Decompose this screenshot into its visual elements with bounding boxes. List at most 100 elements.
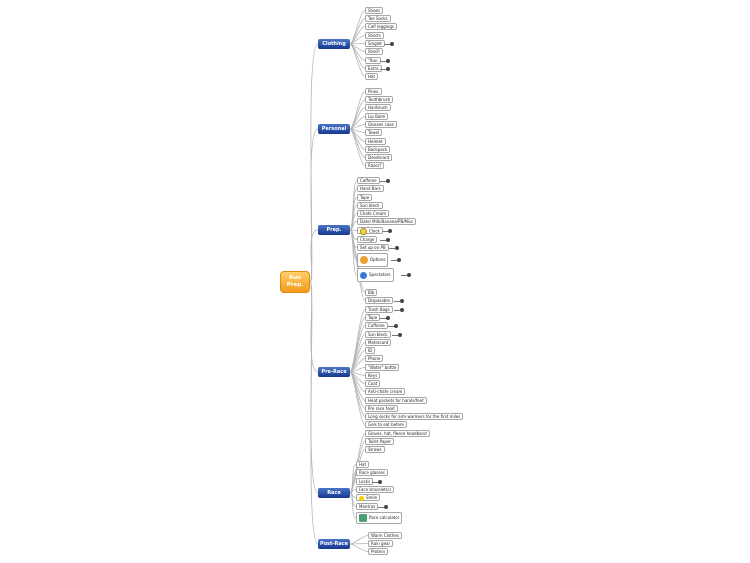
leaf-face-bracelet[interactable]: Face bracelet(s) [356, 486, 394, 493]
topic-post-race[interactable]: Post-Race [318, 539, 350, 549]
leaf-pace-calculator[interactable]: Pace calculator [356, 512, 403, 524]
leaf-anti-chafe-cream[interactable]: Anti-chafe cream [365, 388, 406, 395]
leaf-race-glasses[interactable]: Race glasses [356, 469, 388, 476]
leaf-charge[interactable]: Charge [357, 236, 378, 243]
leaf-backpack[interactable]: Backpack [365, 146, 391, 153]
expand-icon[interactable] [380, 238, 390, 242]
leaf-rain-gear[interactable]: Rain gear [368, 540, 394, 547]
leaf-pre-race-food[interactable]: Pre race food [365, 405, 398, 412]
expand-icon[interactable] [384, 42, 394, 46]
leaf-label: Clock [369, 228, 380, 234]
leaf-connector [349, 543, 369, 552]
topic-clothing[interactable]: Clothing [318, 39, 350, 49]
central-topic[interactable]: Run Prep. [280, 271, 310, 293]
expand-icon[interactable] [380, 67, 390, 71]
expand-icon[interactable] [401, 273, 411, 277]
smile-icon [359, 495, 364, 501]
leaf-helmet[interactable]: Helmet [365, 138, 386, 145]
leaf-id[interactable]: ID [365, 347, 376, 354]
leaf-hat[interactable]: Hat [356, 461, 370, 468]
leaf-date-milk[interactable]: Date/ Milk/Banana/PB/Misc [357, 218, 417, 225]
leaf-shorts[interactable]: Shorts [365, 32, 384, 39]
leaf-clock[interactable]: Clock [357, 227, 383, 235]
leaf-options[interactable]: Options [357, 253, 389, 267]
expand-icon[interactable] [391, 258, 401, 262]
leaf-disposable[interactable]: Disposable [365, 297, 393, 304]
expand-icon[interactable] [388, 324, 398, 328]
expand-icon[interactable] [394, 299, 404, 303]
leaf-warm-clothes[interactable]: Warm Clothes [368, 532, 402, 539]
spreadsheet-icon [359, 514, 367, 522]
leaf-keys[interactable]: Keys [365, 372, 381, 379]
expand-icon[interactable] [380, 316, 390, 320]
leaf-connector [349, 492, 357, 519]
leaf-glasses-case[interactable]: Glasses case [365, 121, 397, 128]
expand-icon[interactable] [372, 480, 382, 484]
expand-icon[interactable] [394, 308, 404, 312]
leaf-gloves-hat[interactable]: Gloves, hat, fleece headband [365, 430, 430, 437]
leaf-deodorant[interactable]: Deodorant [365, 154, 393, 161]
leaf-trash-bags[interactable]: Trash Bags [365, 306, 393, 313]
topic-race[interactable]: Race [318, 488, 350, 498]
topic-personal[interactable]: Personal [318, 124, 350, 134]
leaf-mantras[interactable]: Mantras [356, 503, 379, 510]
leaf-towel[interactable]: Towel [365, 129, 383, 136]
leaf-pines[interactable]: Pines [365, 88, 382, 95]
topic-prep[interactable]: Prep. [318, 225, 350, 235]
leaf-long-socks[interactable]: Long socks for arm warmers for the first… [365, 413, 464, 420]
leaf-heat-packets[interactable]: Heat packets for hands/feet [365, 397, 427, 404]
leaf-gels[interactable]: Gels to eat before [365, 421, 407, 428]
leaf-tape[interactable]: Tape [365, 314, 381, 321]
leaf-label: Pace calculator [369, 515, 400, 520]
leaf-connector [349, 309, 366, 373]
leaf-caffeine[interactable]: Caffeine [365, 322, 388, 329]
leaf-run[interactable]: "Run [365, 57, 381, 64]
leaf-metrocard[interactable]: Metrocard [365, 339, 392, 346]
leaf-lip-balm[interactable]: Lip Balm [365, 113, 389, 120]
expand-icon[interactable] [392, 333, 402, 337]
expand-icon[interactable] [380, 59, 390, 63]
leaf-singlet[interactable]: Singlet [365, 40, 385, 47]
expand-icon[interactable] [378, 505, 388, 509]
leaf-hat[interactable]: Hat [365, 73, 379, 80]
clock-icon [360, 228, 367, 235]
leaf-shell[interactable]: Shell? [365, 48, 383, 55]
leaf-connector [349, 543, 369, 545]
leaf-water-bottle[interactable]: "Water" bottle [365, 364, 400, 371]
leaf-label: Spectators [369, 272, 391, 277]
leaf-sun-block[interactable]: Sun block [365, 331, 391, 338]
leaf-chafe-cream[interactable]: Chafe Cream [357, 210, 390, 217]
leaf-toilet-paper[interactable]: Toilet Paper [365, 438, 395, 445]
leaf-smile[interactable]: Smile [356, 494, 381, 501]
leaf-connector [349, 43, 366, 45]
leaf-shoes[interactable]: Shoes [365, 7, 384, 14]
leaf-hairbrush[interactable]: Hairbrush [365, 104, 391, 111]
leaf-coat[interactable]: Coat [365, 380, 381, 387]
leaf-locks[interactable]: Locks [356, 478, 374, 485]
leaf-hand-bars[interactable]: Hand Bars [357, 185, 384, 192]
leaf-protein[interactable]: Protein [368, 548, 389, 555]
leaf-tape[interactable]: Tape [357, 194, 373, 201]
leaf-sun-block[interactable]: Sun block [357, 202, 383, 209]
leaf-label: Options [370, 257, 386, 262]
leaf-connector [349, 128, 366, 158]
leaf-set-up-on-pb[interactable]: Set up on PB [357, 244, 389, 251]
options-icon [360, 256, 368, 264]
leaf-connector [349, 371, 366, 425]
leaf-razor[interactable]: Razor? [365, 162, 385, 169]
topic-pre-race[interactable]: Pre-Race [318, 367, 350, 377]
leaf-calf-leggings[interactable]: Calf leggings [365, 23, 397, 30]
leaf-bib[interactable]: Bib [365, 289, 378, 296]
leaf-phone[interactable]: Phone [365, 355, 384, 362]
leaf-extra[interactable]: Extra [365, 65, 382, 72]
expand-icon[interactable] [380, 179, 390, 183]
leaf-toe-socks[interactable]: Toe Socks [365, 15, 391, 22]
leaf-toothbrush[interactable]: Toothbrush [365, 96, 394, 103]
leaf-spectators[interactable]: Spectators [357, 268, 394, 282]
leaf-connector [349, 43, 366, 77]
leaf-caffeine[interactable]: Caffeine [357, 177, 380, 184]
leaf-straws[interactable]: Straws [365, 446, 385, 453]
expand-icon[interactable] [389, 246, 399, 250]
expand-icon[interactable] [382, 229, 392, 233]
